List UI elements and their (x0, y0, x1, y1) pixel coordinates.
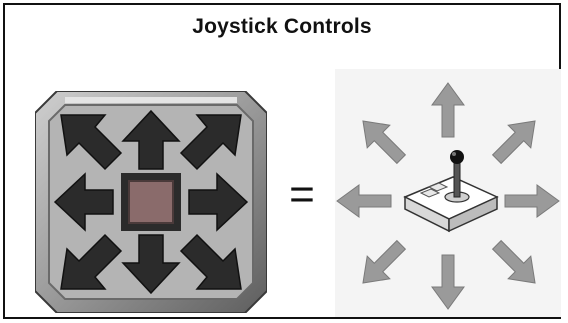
icon-top-highlight (65, 97, 237, 103)
joystick-stick (453, 160, 461, 198)
eight-direction-arrows-icon (35, 91, 267, 313)
joystick-knob-highlight (452, 152, 456, 156)
joystick-base-right (448, 195, 498, 233)
joystick-icon (403, 150, 499, 233)
diagram-arrow-northeast-icon (491, 120, 536, 165)
joystick-button-icon (419, 188, 441, 198)
diagram-arrow-north-icon (431, 82, 465, 138)
arrow-southeast-icon (179, 233, 242, 290)
equals-sign: = (289, 170, 315, 219)
arrow-northeast-icon (179, 114, 242, 171)
diagram-arrow-southeast-icon (491, 239, 536, 284)
panel-title: Joystick Controls (192, 15, 372, 38)
arrow-east-icon (188, 172, 249, 232)
icon-center-square-inner (128, 180, 174, 224)
joystick-knob (450, 150, 464, 164)
diagram-arrow-south-icon (431, 254, 465, 310)
panel-frame: Joystick Controls (3, 3, 561, 319)
diagram-arrow-west-icon (336, 184, 392, 218)
joystick-diagram (335, 69, 561, 317)
arrow-south-icon (121, 234, 181, 295)
joystick-button-icon (427, 182, 449, 192)
arrow-north-icon (121, 109, 181, 170)
diagram-arrow-east-icon (504, 184, 560, 218)
diagram-arrow-southwest-icon (362, 239, 407, 284)
arrow-west-icon (53, 172, 114, 232)
diagram-arrow-northwest-icon (362, 120, 407, 165)
arrow-northwest-icon (60, 114, 123, 171)
arrow-southwest-icon (60, 233, 123, 290)
